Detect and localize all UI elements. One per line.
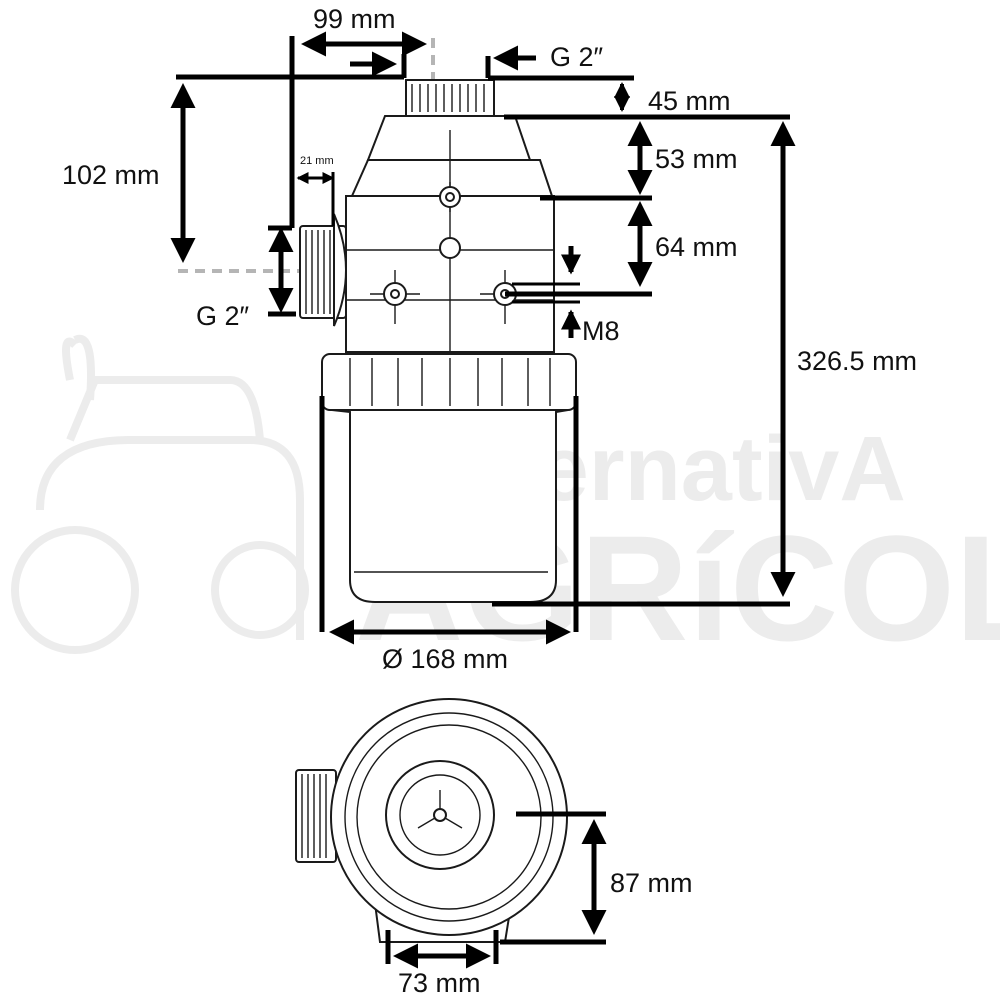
dimension-lines bbox=[170, 31, 796, 969]
label-inlet-offset: 102 mm bbox=[62, 160, 160, 190]
filter-bowl bbox=[331, 409, 569, 603]
label-diameter: Ø 168 mm bbox=[382, 644, 508, 674]
label-inlet-thread: G 2″ bbox=[550, 42, 604, 72]
filter-side-view bbox=[178, 38, 577, 603]
upper-collar bbox=[366, 115, 532, 161]
label-top-thread-height: 45 mm bbox=[648, 86, 731, 116]
label-side-thread: G 2″ bbox=[196, 301, 250, 331]
label-base-height: 87 mm bbox=[610, 868, 693, 898]
side-inlet-flange bbox=[333, 213, 347, 327]
label-upper-body: 53 mm bbox=[655, 144, 738, 174]
bolt-top bbox=[436, 182, 464, 212]
dimension-labels: 99 mm G 2″ 45 mm 53 mm 64 mm M8 326.5 mm… bbox=[62, 4, 917, 998]
top-thread bbox=[405, 79, 495, 117]
label-top-width: 99 mm bbox=[313, 4, 396, 34]
center-plug bbox=[439, 237, 461, 259]
label-base-width: 73 mm bbox=[398, 968, 481, 998]
filter-bottom-view bbox=[295, 698, 568, 943]
label-bolt: M8 bbox=[582, 316, 620, 346]
tractor-watermark-icon bbox=[11, 334, 309, 654]
label-port-length: 21 mm bbox=[300, 155, 334, 167]
ring-nut bbox=[321, 353, 577, 411]
label-mount-spacing: 64 mm bbox=[655, 232, 738, 262]
bolt-left bbox=[370, 270, 420, 324]
label-total-height: 326.5 mm bbox=[797, 346, 917, 376]
